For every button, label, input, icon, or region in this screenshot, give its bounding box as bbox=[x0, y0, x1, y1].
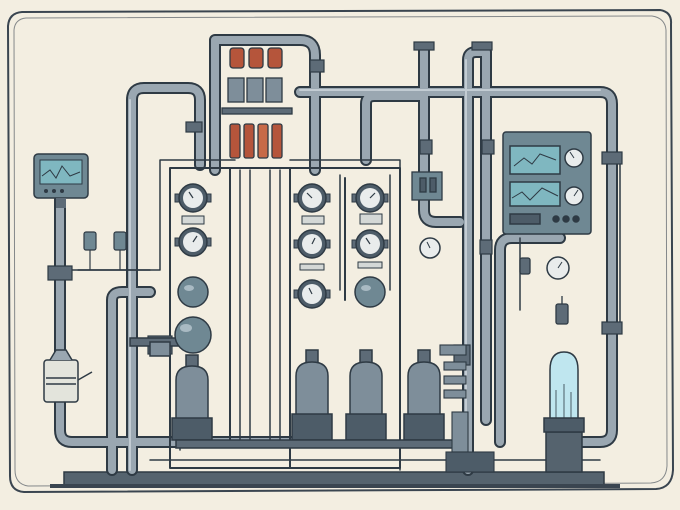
gauge-icon bbox=[419, 237, 441, 259]
gauge-icon bbox=[293, 183, 331, 213]
pipe-flanges bbox=[47, 41, 623, 366]
reagent-bottles-top bbox=[221, 47, 293, 159]
left-sensor-tank bbox=[43, 349, 93, 403]
gauge-icon bbox=[354, 276, 386, 308]
left-monitor bbox=[33, 153, 89, 208]
storage-tanks bbox=[171, 349, 467, 449]
gauge-icon bbox=[351, 183, 389, 213]
gauge-icon bbox=[174, 183, 212, 213]
tank bbox=[345, 349, 387, 441]
frame-border bbox=[6, 8, 675, 494]
tank bbox=[171, 354, 213, 441]
glass-vessel bbox=[543, 351, 585, 473]
tank bbox=[291, 349, 333, 441]
pressure-gauges bbox=[174, 183, 570, 309]
left-valves bbox=[83, 231, 127, 270]
gauge-tags bbox=[181, 213, 383, 271]
gauge-icon bbox=[177, 276, 209, 308]
tank bbox=[403, 349, 445, 441]
round-mixer bbox=[129, 316, 212, 357]
valve-manifold bbox=[439, 344, 495, 473]
gauge-icon bbox=[351, 229, 389, 259]
control-panel bbox=[502, 131, 592, 235]
pipe-network bbox=[54, 34, 621, 476]
gauge-icon bbox=[174, 227, 212, 257]
right-probe bbox=[519, 257, 569, 325]
gauge-icon bbox=[293, 229, 331, 259]
gauge-icon bbox=[293, 279, 331, 309]
junction-box bbox=[411, 171, 443, 201]
gauge-icon bbox=[546, 256, 570, 280]
